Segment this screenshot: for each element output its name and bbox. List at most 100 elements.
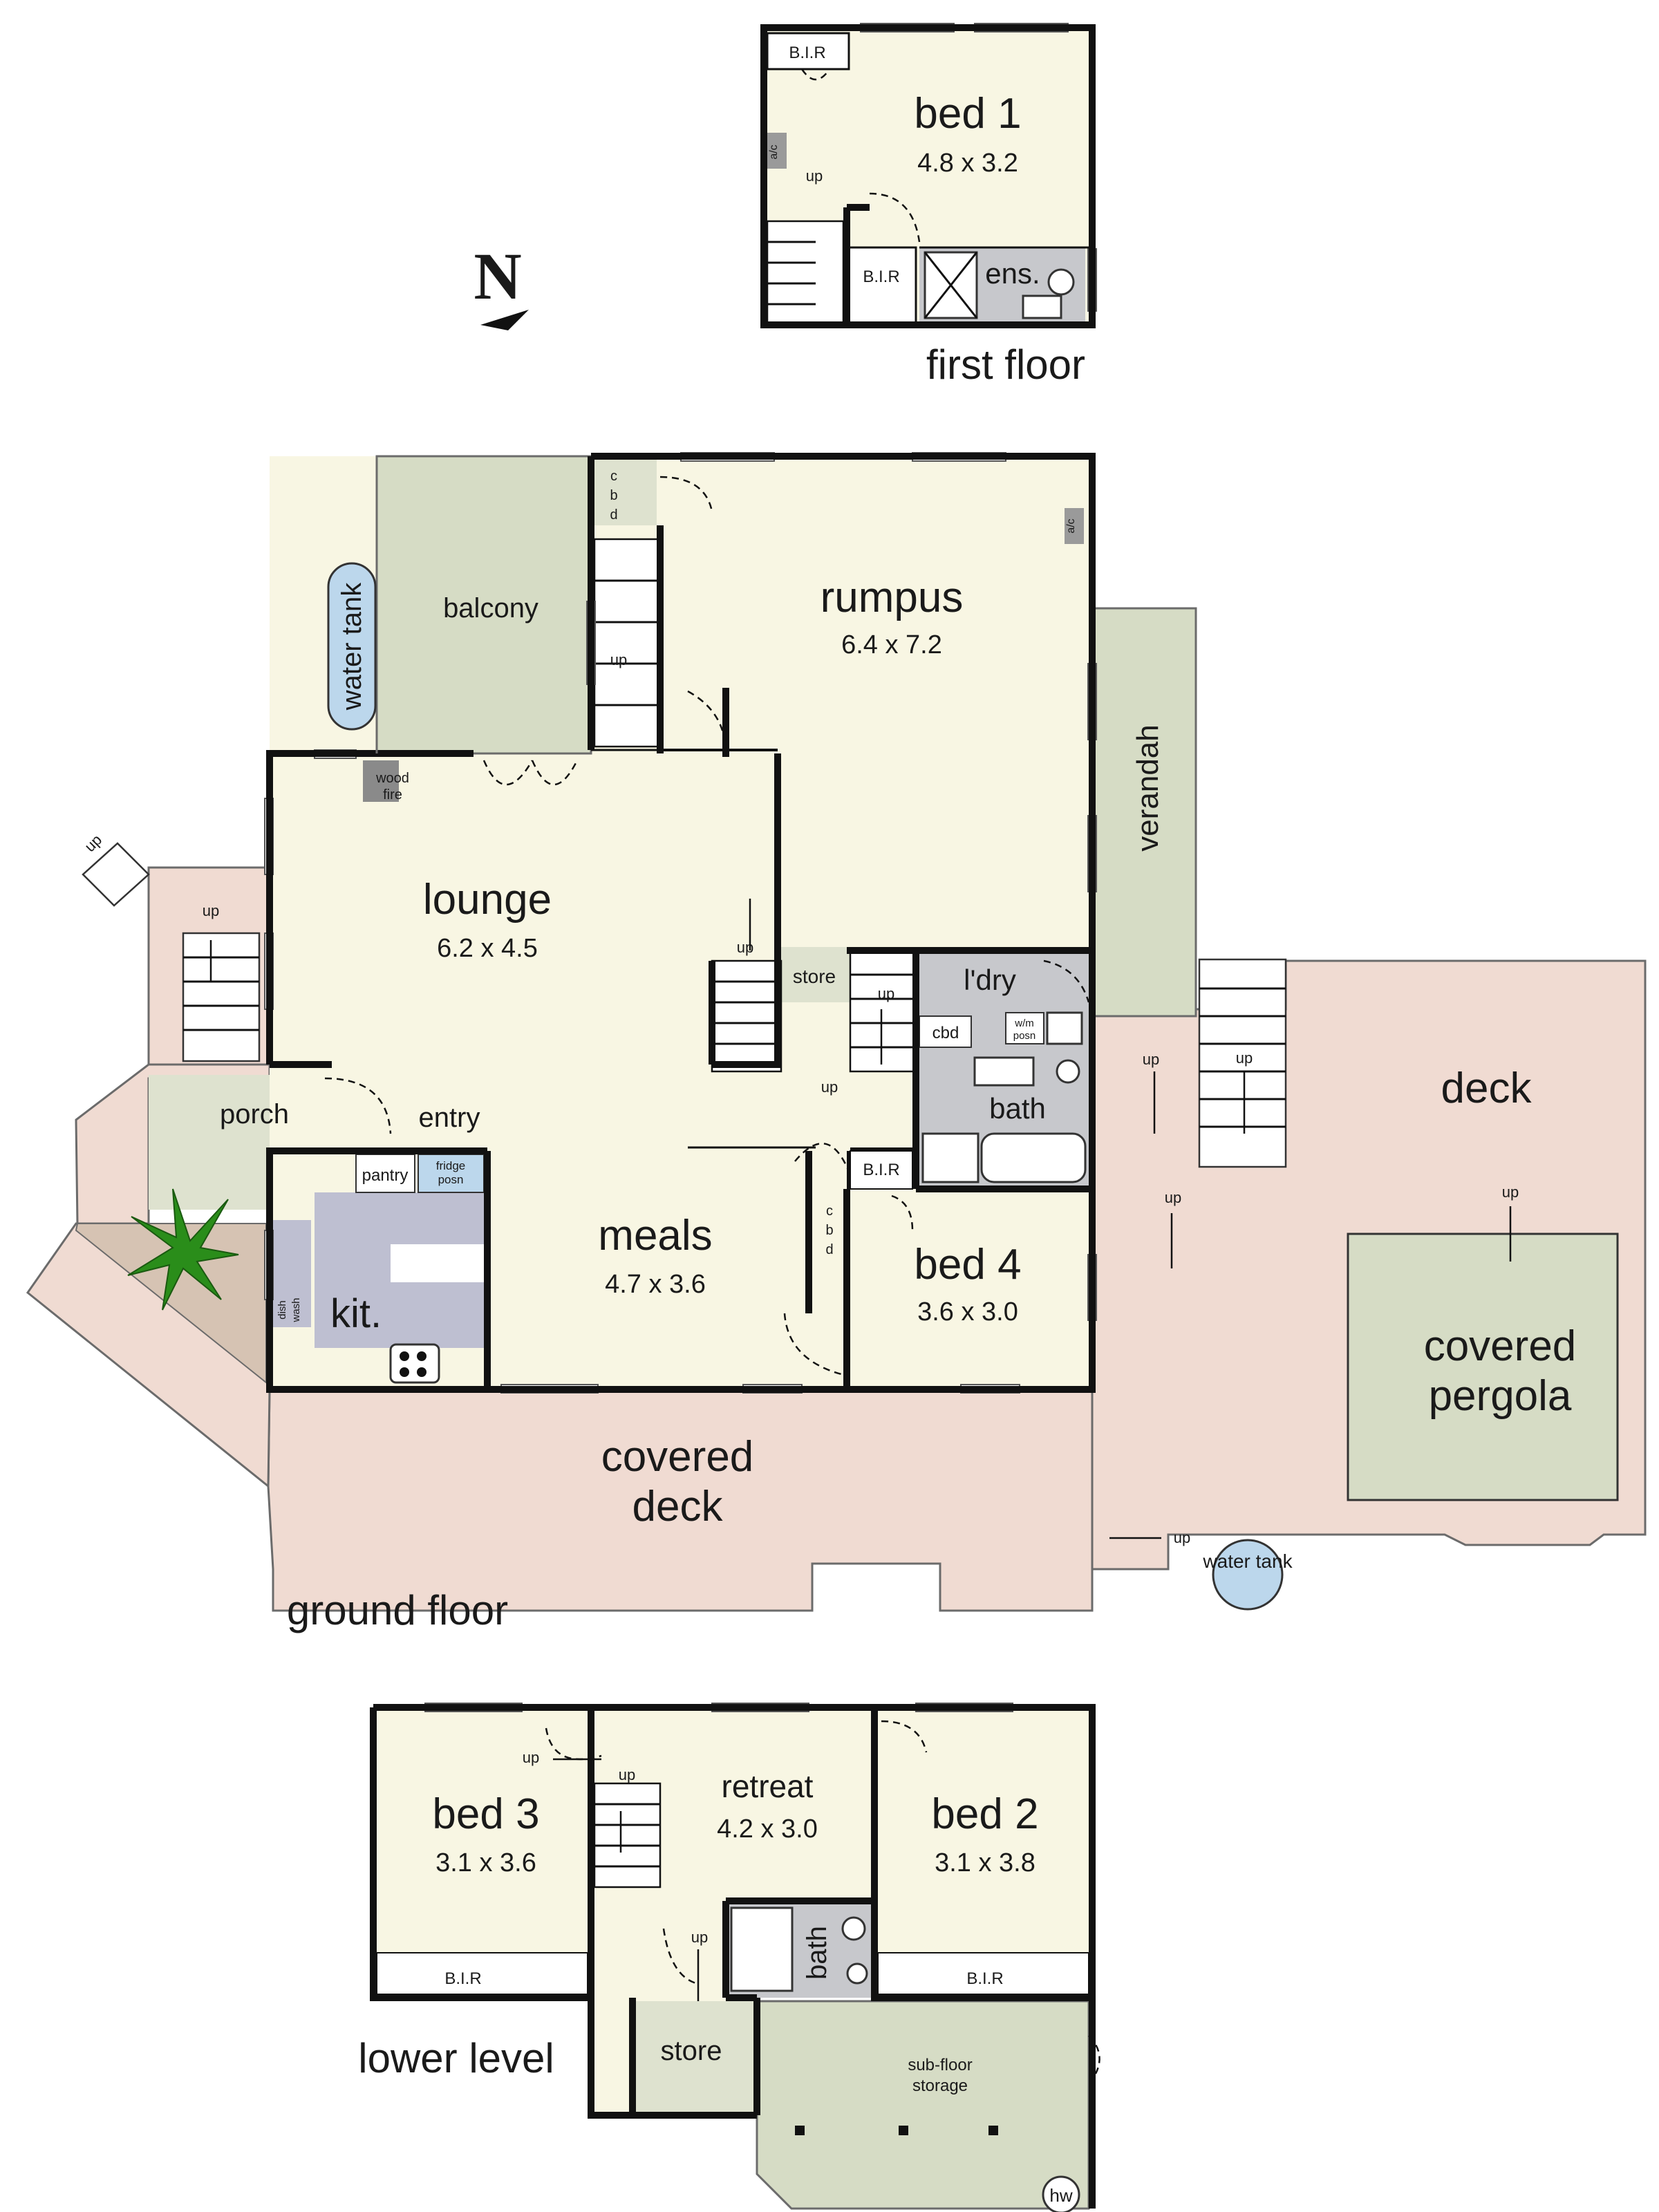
lower-store-label: store — [661, 2036, 722, 2066]
cbd-top-b: b — [610, 488, 617, 503]
lounge-label: lounge — [423, 876, 552, 924]
covered-deck-label-2: deck — [632, 1483, 724, 1530]
balcony-label: balcony — [443, 593, 538, 624]
lower-level-title: lower level — [358, 2035, 554, 2081]
bed4-label: bed 4 — [914, 1241, 1021, 1288]
ground-up-labels: up up up up up up up up up up up — [81, 651, 1519, 1546]
compass: N — [474, 239, 529, 330]
retreat-size: 4.2 x 3.0 — [717, 1815, 818, 1844]
ensuite-toilet-icon — [1047, 268, 1075, 296]
subfloor-posts — [795, 2126, 998, 2135]
up-label-west: up — [203, 902, 219, 919]
bath-vanity — [973, 1056, 1035, 1087]
cbd-meals-c: c — [826, 1203, 833, 1219]
porch-label: porch — [220, 1099, 289, 1130]
up-label-deck-c: up — [1165, 1189, 1181, 1206]
bed3-label: bed 3 — [432, 1790, 539, 1838]
water-tank-west-label: water tank — [337, 582, 367, 711]
wood-fire-icon — [363, 760, 399, 802]
laundry-cbd-box — [919, 1015, 972, 1048]
hot-water-unit — [1042, 2175, 1080, 2212]
deck-stair-east — [1198, 958, 1287, 1168]
wm-posn-box — [1005, 1012, 1044, 1044]
west-stair-treads — [183, 956, 259, 1031]
up-label-stair-mid: up — [878, 985, 894, 1002]
dishwash-label-2: wash — [290, 1297, 302, 1322]
bed4-size: 3.6 x 3.0 — [917, 1297, 1018, 1327]
lounge-size: 6.2 x 4.5 — [437, 934, 538, 963]
lower-basin-icon — [846, 1962, 868, 1985]
lower-stair — [593, 1782, 662, 1888]
compass-north-label: N — [474, 239, 521, 313]
bir-box-top — [766, 32, 850, 71]
ground-up-arrows — [209, 899, 1512, 1539]
lower-store — [632, 2001, 757, 2112]
bir-ground-label: B.I.R — [863, 1161, 899, 1179]
ensuite-basin — [1022, 294, 1062, 319]
interior-stairs — [593, 538, 917, 1073]
first-floor-up: up — [806, 167, 823, 185]
bir-ground-box — [850, 1150, 913, 1190]
lower-up-label-c: up — [691, 1929, 708, 1946]
kitchen-label: kit. — [330, 1291, 382, 1336]
up-label-inner: up — [610, 651, 627, 668]
store-area — [781, 947, 850, 1002]
subfloor-label-1: sub-floor — [908, 2056, 972, 2074]
covered-pergola-area — [1347, 1232, 1619, 1501]
up-label-pergola: up — [1502, 1183, 1519, 1201]
bed2-size: 3.1 x 3.8 — [935, 1848, 1035, 1877]
lower-up-arrows — [553, 1758, 700, 2001]
up-label-entry: up — [821, 1078, 838, 1096]
retreat-label: retreat — [722, 1768, 814, 1804]
first-floor-title: first floor — [926, 341, 1085, 388]
bir-top-label: B.I.R — [789, 44, 825, 62]
up-label-lounge-stair: up — [737, 939, 753, 956]
bed1-size: 4.8 x 3.2 — [917, 149, 1018, 178]
hw-label: hw — [1049, 2185, 1072, 2206]
pantry-label: pantry — [362, 1166, 409, 1185]
cbd-meals-d: d — [825, 1242, 833, 1257]
ensuite-label: ens. — [985, 257, 1040, 290]
up-label-deck-b: up — [1236, 1049, 1253, 1067]
up-label-west-upper: up — [81, 831, 105, 855]
bath-shower — [921, 1132, 980, 1183]
compass-arrow-icon — [480, 310, 529, 330]
laundry-cbd-label: cbd — [932, 1024, 959, 1042]
plant-icon — [127, 1188, 239, 1311]
lower-shower — [730, 1906, 794, 1992]
up-label-deck-a: up — [1143, 1051, 1159, 1068]
bath-label: bath — [989, 1092, 1046, 1125]
wood-fire-label-1: wood — [375, 771, 409, 786]
wm-posn-label-1: w/m — [1014, 1018, 1034, 1029]
cooktop-burners — [400, 1351, 427, 1377]
bir-right-label: B.I.R — [966, 1969, 1003, 1988]
ac-label-first: a/c — [768, 144, 780, 159]
first-floor-stair — [766, 220, 845, 326]
subfloor-storage — [756, 2000, 1090, 2210]
verandah-area — [1091, 607, 1197, 1018]
lower-up-label-b: up — [619, 1766, 635, 1783]
bed1-label: bed 1 — [914, 90, 1021, 138]
covered-deck-label-1: covered — [601, 1433, 754, 1481]
rumpus-size: 6.4 x 7.2 — [841, 630, 942, 659]
meals-label: meals — [598, 1212, 712, 1259]
pergola-label-1: covered — [1424, 1322, 1577, 1370]
water-tank-west — [327, 562, 377, 731]
bath-toilet-icon — [1056, 1059, 1080, 1084]
verandah-label: verandah — [1131, 724, 1165, 851]
cbd-meals-b: b — [825, 1223, 833, 1238]
cbd-top-c: c — [610, 469, 617, 484]
ground-floor-title: ground floor — [287, 1587, 508, 1633]
cooktop-icon — [389, 1343, 440, 1384]
bed2-label: bed 2 — [931, 1790, 1038, 1838]
store-label: store — [793, 966, 836, 987]
cbd-top-box — [591, 460, 657, 525]
deck-stair-treads — [1199, 987, 1286, 1128]
laundry-tub — [1046, 1011, 1083, 1045]
lower-up-label-a: up — [523, 1749, 539, 1766]
covered-deck-area — [267, 1388, 1094, 1612]
cbd-top-d: d — [610, 507, 617, 523]
bir-bottom-label: B.I.R — [863, 268, 899, 286]
water-tank-east — [1212, 1539, 1284, 1611]
